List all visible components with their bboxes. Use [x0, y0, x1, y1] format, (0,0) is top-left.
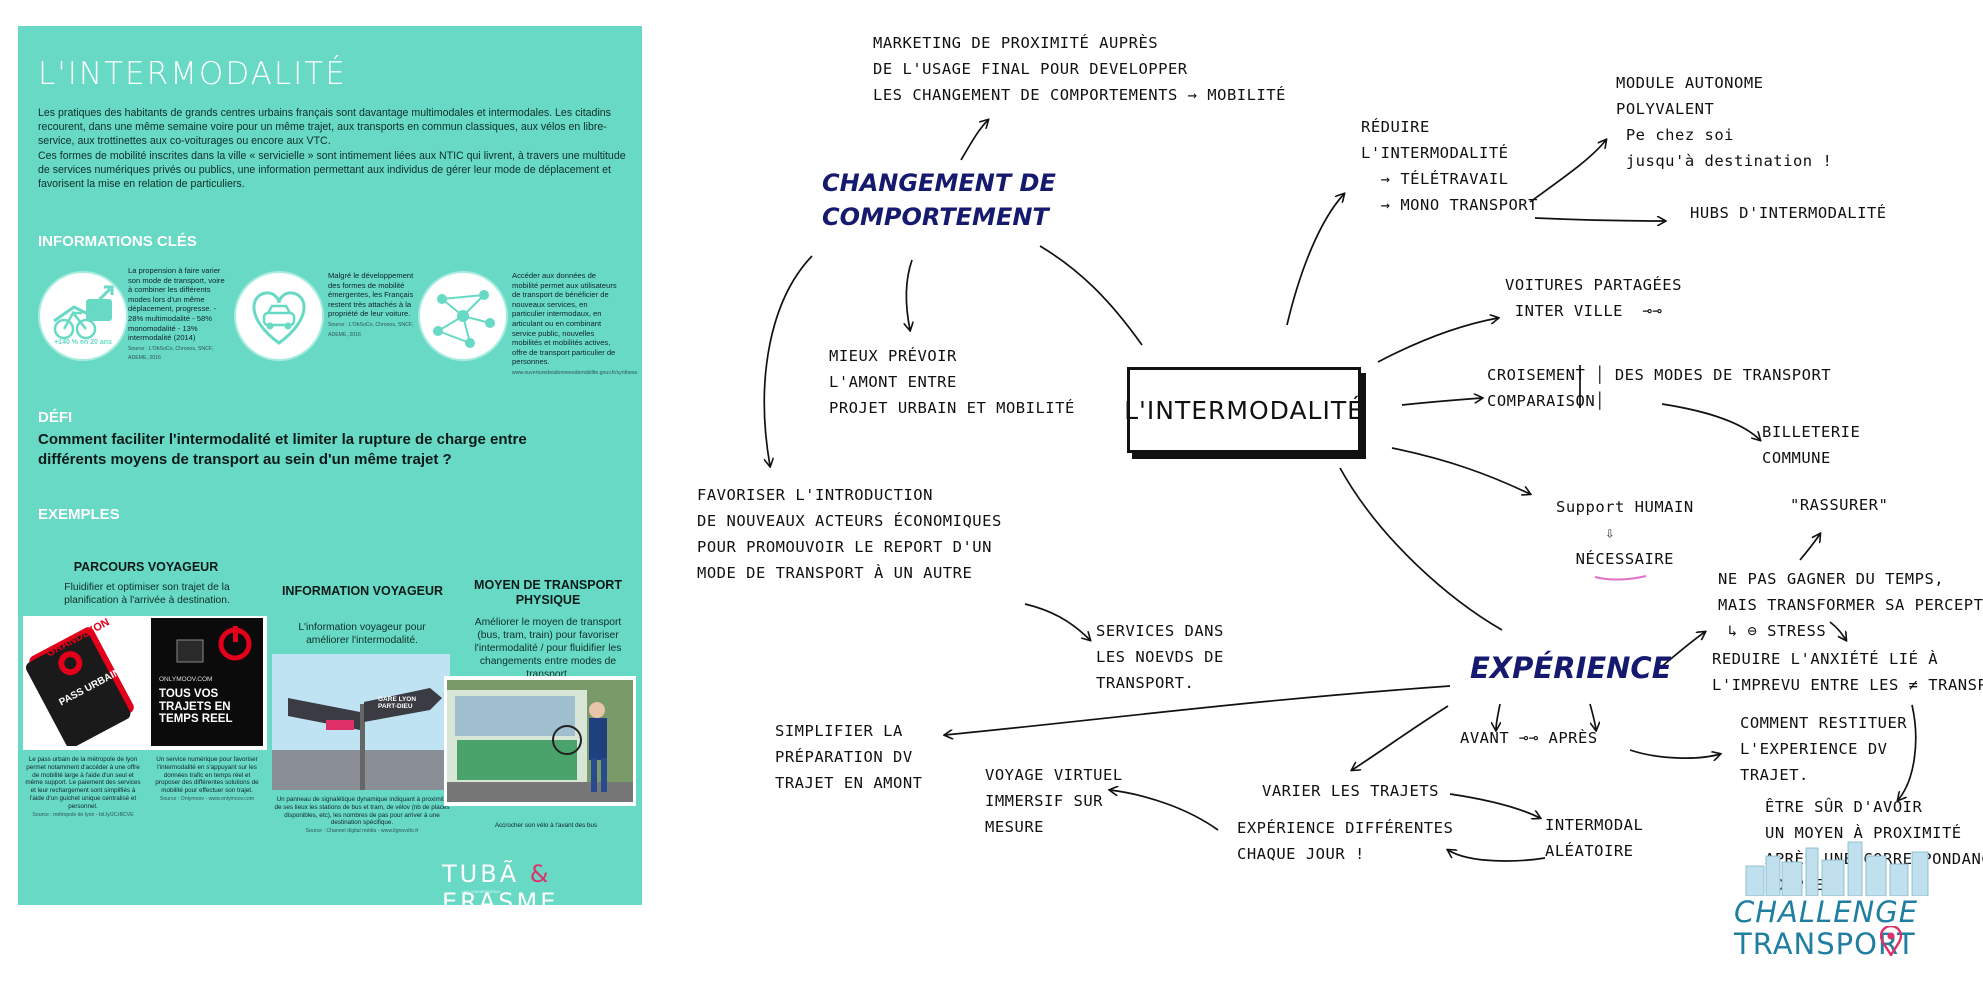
note-simplifier: SIMPLIFIER LA PRÉPARATION DV TRAJET EN A… [775, 722, 923, 792]
key-fact-2-source: Source : L'ObSoCo, Chronos, SNCF, ADEME,… [328, 321, 413, 338]
poster-title: L'INTERMODALITÉ [38, 56, 347, 92]
note-rassurer: "RASSURER" [1790, 496, 1889, 514]
key-fact-1-source: Source : L'ObSoCo, Chronos, SNCF, ADEME,… [128, 345, 213, 362]
example-2-title: INFORMATION VOYAGEUR [281, 584, 444, 598]
note-favoriser: FAVORISER L'INTRODUCTION DE NOUVEAUX ACT… [697, 486, 1002, 582]
tuba-logo-text: TUBÃ [442, 860, 520, 888]
note-voyage-virtuel: VOYAGE VIRTUEL IMMERSIF SUR MESURE [985, 766, 1123, 836]
map-pin-icon [1880, 926, 1902, 956]
defi-question: Comment faciliter l'intermodalité et lim… [38, 431, 527, 468]
bus-bike-photo [444, 676, 636, 806]
note-varier: VARIER LES TRAJETS [1262, 782, 1439, 800]
example-1-caption-2: Un service numérique pour favoriser l'in… [151, 756, 263, 803]
logo-subtitle: LAB LYON MÉTROPOLE [462, 890, 501, 894]
note-marketing: MARKETING DE PROXIMITÉ AUPRÈS DE L'USAGE… [873, 34, 1286, 104]
onlymoov-tagline: TOUS VOS TRAJETS EN TEMPS REEL [159, 688, 233, 725]
caption-2-source: Source : Onlymoov - www.onlymoov.com [159, 795, 255, 802]
note-gagner-temps: NE PAS GAGNER DU TEMPS, MAIS TRANSFORMER… [1718, 570, 1983, 640]
note-avant-apres: AVANT ⊸⊸ APRÈS [1460, 729, 1598, 747]
caption-2-body: Un service numérique pour favoriser l'in… [155, 756, 259, 795]
note-billeterie: BILLETERIE COMMUNE [1762, 423, 1861, 467]
pass-urbain-card: GRANDLYON PASS URBAIN [25, 616, 147, 746]
example-1-title: PARCOURS VOYAGEUR [73, 560, 219, 574]
exemples-heading: EXEMPLES [38, 506, 120, 523]
onlymoov-brand: ONLYMOOV.COM [159, 676, 213, 683]
key-fact-2-text: Malgré le développement des formes de mo… [328, 271, 416, 338]
changement-heading: CHANGEMENT DE COMPORTEMENT [822, 169, 1056, 231]
note-voitures: VOITURES PARTAGÉES INTER VILLE ⊸⊸ [1505, 276, 1682, 320]
central-topic: L'INTERMODALITÉ [1124, 367, 1363, 453]
note-hubs: HUBS D'INTERMODALITÉ [1690, 204, 1887, 222]
intro-paragraph-1: Les pratiques des habitants de grands ce… [38, 107, 611, 148]
city-skyline-icon [1745, 841, 1929, 896]
network-icon [418, 271, 508, 361]
intro-paragraph-2: Ces formes de mobilité inscrites dans la… [38, 149, 626, 191]
info-poster: L'INTERMODALITÉ Les pratiques des habita… [18, 26, 642, 916]
sign-label: GARE LYON PART-DIEU [378, 696, 417, 710]
key-fact-1-text: La propension à faire varier son mode de… [128, 266, 226, 362]
caption-1-source: Source : métropole de lyon - bit.ly/2CrB… [32, 811, 134, 818]
bike-bus-chart-icon: +140 % en 20 ans [38, 271, 128, 361]
challenge-transport-logo: CHALLENGE TRANSPORT [1734, 841, 1929, 960]
heart-car-icon [234, 271, 324, 361]
key-fact-3-body: Accéder aux données de mobilité permet a… [512, 271, 617, 367]
caption-1-body: Le pass urbain de la métropole de lyon p… [25, 756, 141, 810]
note-comment-restituer: COMMENT RESTITUER L'EXPERIENCE DV TRAJET… [1740, 714, 1908, 784]
key-fact-2-body: Malgré le développement des formes de mo… [328, 271, 414, 319]
defi-heading: DÉFI [38, 409, 73, 426]
example-1-caption-1: Le pass urbain de la métropole de lyon p… [24, 756, 142, 818]
note-reduire: RÉDUIRE L'INTERMODALITÉ → TÉLÉTRAVAIL → … [1361, 118, 1538, 214]
infos-heading: INFORMATIONS CLÉS [38, 233, 197, 250]
note-reduire-anxiete: REDUIRE L'ANXIÉTÉ LIÉ À L'IMPREVU ENTRE … [1712, 650, 1983, 694]
note-mieux-prevoir: MIEUX PRÉVOIR L'AMONT ENTRE PROJET URBAI… [829, 347, 1075, 417]
onlymoov-ad: ONLYMOOV.COM TOUS VOS TRAJETS EN TEMPS R… [151, 618, 263, 746]
example-3-desc: Améliorer le moyen de transport (bus, tr… [474, 617, 622, 680]
erasme-logo-text: ERASME [442, 888, 559, 916]
example-2-caption: Un panneau de signalétique dynamique ind… [274, 796, 450, 835]
example-1-images: GRANDLYON PASS URBAIN ONLYMOOV.COM TOUS … [23, 616, 267, 750]
note-intermodal: INTERMODAL ALÉATOIRE [1545, 816, 1644, 860]
note-module: MODULE AUTONOME POLYVALENT Pe chez soi j… [1616, 74, 1833, 170]
key-fact-3-source: www.ouverturedesdonneesdemobilite.gouv.f… [512, 369, 638, 376]
experience-heading: EXPÉRIENCE [1470, 651, 1672, 685]
example-2-desc: L'information voyageur pour améliorer l'… [298, 622, 426, 646]
signage-photo: GARE LYON PART-DIEU [272, 654, 450, 790]
example-2-caption-body: Un panneau de signalétique dynamique ind… [274, 796, 450, 827]
challenge-line-1: CHALLENGE [1734, 895, 1919, 929]
key-fact-3-text: Accéder aux données de mobilité permet a… [512, 271, 637, 377]
note-croisement: CROISEMENT │ DES MODES DE TRANSPORT COMP… [1487, 366, 1832, 410]
key-fact-1-body: La propension à faire varier son mode de… [128, 266, 225, 343]
logo-ampersand: & [529, 860, 552, 888]
example-2-source: Source : Channel digital média - www.lig… [305, 828, 419, 835]
growth-badge: +140 % en 20 ans [54, 339, 112, 346]
example-3-title: MOYEN DE TRANSPORT PHYSIQUE [474, 578, 622, 607]
note-services: SERVICES DANS LES NOEVDS DE TRANSPORT. [1096, 622, 1224, 692]
example-1-desc: Fluidifier et optimiser son trajet de la… [64, 582, 230, 606]
example-3-caption: Accrocher son vélo à l'avant des bus [494, 822, 598, 829]
note-support-humain: Support HUMAIN ⇩ NÉCESSAIRE [1556, 498, 1694, 568]
note-experience-differentes: EXPÉRIENCE DIFFÉRENTES CHAQUE JOUR ! [1237, 819, 1454, 863]
poster-intro: Les pratiques des habitants de grands ce… [38, 106, 636, 191]
tuba-erasme-logo: TUBÃ & ERASME [442, 860, 642, 916]
